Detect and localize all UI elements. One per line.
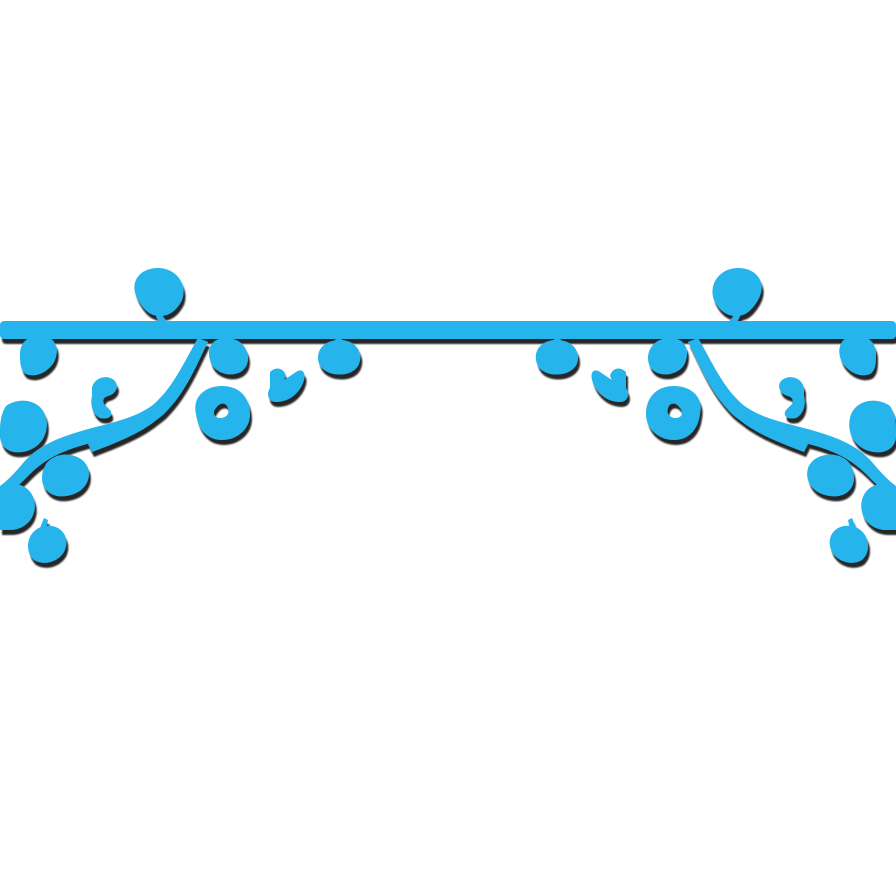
left-vine-corner	[0, 268, 361, 563]
right-vine-corner	[535, 268, 896, 563]
vine-border-cutout	[0, 268, 896, 563]
vine-bar	[0, 321, 896, 339]
